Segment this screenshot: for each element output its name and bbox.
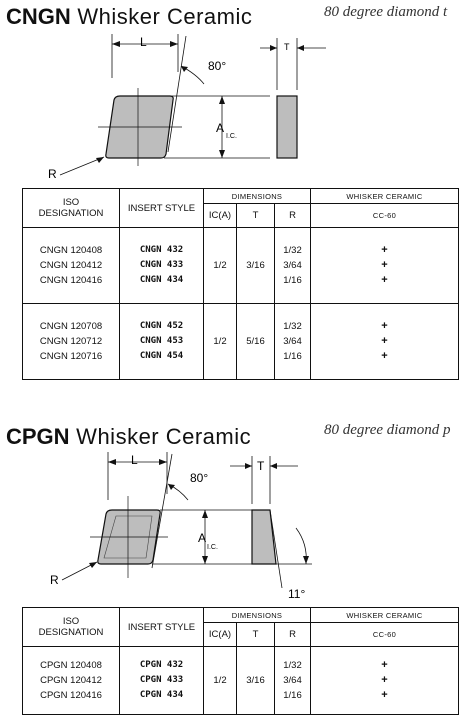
title-code: CPGN [6, 424, 70, 449]
label-angle: 80° [208, 59, 226, 73]
cc60-cell: + + + [310, 646, 459, 715]
cngn-spec-table: ISO DESIGNATION INSERT STYLE DIMENSIONS … [22, 188, 459, 380]
r-cell: 1/32 3/64 1/16 [274, 227, 311, 304]
header-cc60: CC-60 [310, 203, 459, 228]
ic-cell: 1/2 [203, 227, 237, 304]
r-cell: 1/32 3/64 1/16 [274, 303, 311, 380]
header-iso-designation: ISO DESIGNATION [22, 188, 120, 228]
header-whisker-ceramic: WHISKER CERAMIC [310, 607, 459, 623]
ic-cell: 1/2 [203, 646, 237, 715]
header-t: T [236, 622, 275, 647]
table-row-group: CNGN 120408 CNGN 120412 CNGN 120416 CNGN… [22, 227, 459, 304]
iso-cell: CNGN 120708 CNGN 120712 CNGN 120716 [22, 303, 120, 380]
header-r: R [274, 203, 311, 228]
t-cell: 5/16 [236, 303, 275, 380]
label-relief-angle: 11° [288, 587, 305, 601]
header-ic: IC(A) [203, 622, 237, 647]
label-l: L [140, 35, 147, 49]
header-t: T [236, 203, 275, 228]
insert-style-cell: CNGN 432 CNGN 433 CNGN 434 [119, 227, 204, 304]
label-a: A [216, 121, 224, 135]
header-iso-designation: ISO DESIGNATION [22, 607, 120, 647]
header-dimensions: DIMENSIONS [203, 188, 311, 204]
header-whisker-ceramic: WHISKER CERAMIC [310, 188, 459, 204]
label-a: A [198, 531, 206, 545]
label-angle: 80° [190, 471, 208, 485]
cpgn-insert-diagram: L 80° A I.C. R T 11° [50, 452, 312, 601]
header-insert-style: INSERT STYLE [119, 607, 204, 647]
r-cell: 1/32 3/64 1/16 [274, 646, 311, 715]
label-ic: I.C. [226, 133, 237, 140]
cngn-insert-diagram: L 80° A I.C. R T [48, 34, 326, 181]
label-t: T [284, 42, 290, 52]
section-title: CPGN Whisker Ceramic [6, 424, 251, 450]
cc60-cell: + + + [310, 227, 459, 304]
label-t: T [257, 459, 265, 473]
iso-cell: CPGN 120408 CPGN 120412 CPGN 120416 [22, 646, 120, 715]
title-text: Whisker Ceramic [69, 424, 252, 449]
header-dimensions: DIMENSIONS [203, 607, 311, 623]
iso-cell: CNGN 120408 CNGN 120412 CNGN 120416 [22, 227, 120, 304]
cc60-cell: + + + [310, 303, 459, 380]
table-row-group: CNGN 120708 CNGN 120712 CNGN 120716 CNGN… [22, 303, 459, 380]
t-cell: 3/16 [236, 646, 275, 715]
section-subtitle: 80 degree diamond p [324, 422, 451, 438]
t-cell: 3/16 [236, 227, 275, 304]
header-r: R [274, 622, 311, 647]
title-code: CNGN [6, 4, 71, 29]
title-text: Whisker Ceramic [70, 4, 253, 29]
label-r: R [48, 167, 57, 181]
label-l: L [131, 453, 138, 467]
header-insert-style: INSERT STYLE [119, 188, 204, 228]
label-r: R [50, 573, 59, 587]
label-ic: I.C. [207, 544, 218, 551]
cpgn-spec-table: ISO DESIGNATION INSERT STYLE DIMENSIONS … [22, 607, 459, 715]
insert-style-cell: CNGN 452 CNGN 453 CNGN 454 [119, 303, 204, 380]
section-subtitle: 80 degree diamond t [324, 4, 448, 20]
header-ic: IC(A) [203, 203, 237, 228]
ic-cell: 1/2 [203, 303, 237, 380]
section-title: CNGN Whisker Ceramic [6, 4, 252, 30]
header-cc60: CC-60 [310, 622, 459, 647]
table-row-group: CPGN 120408 CPGN 120412 CPGN 120416 CPGN… [22, 646, 459, 715]
insert-style-cell: CPGN 432 CPGN 433 CPGN 434 [119, 646, 204, 715]
